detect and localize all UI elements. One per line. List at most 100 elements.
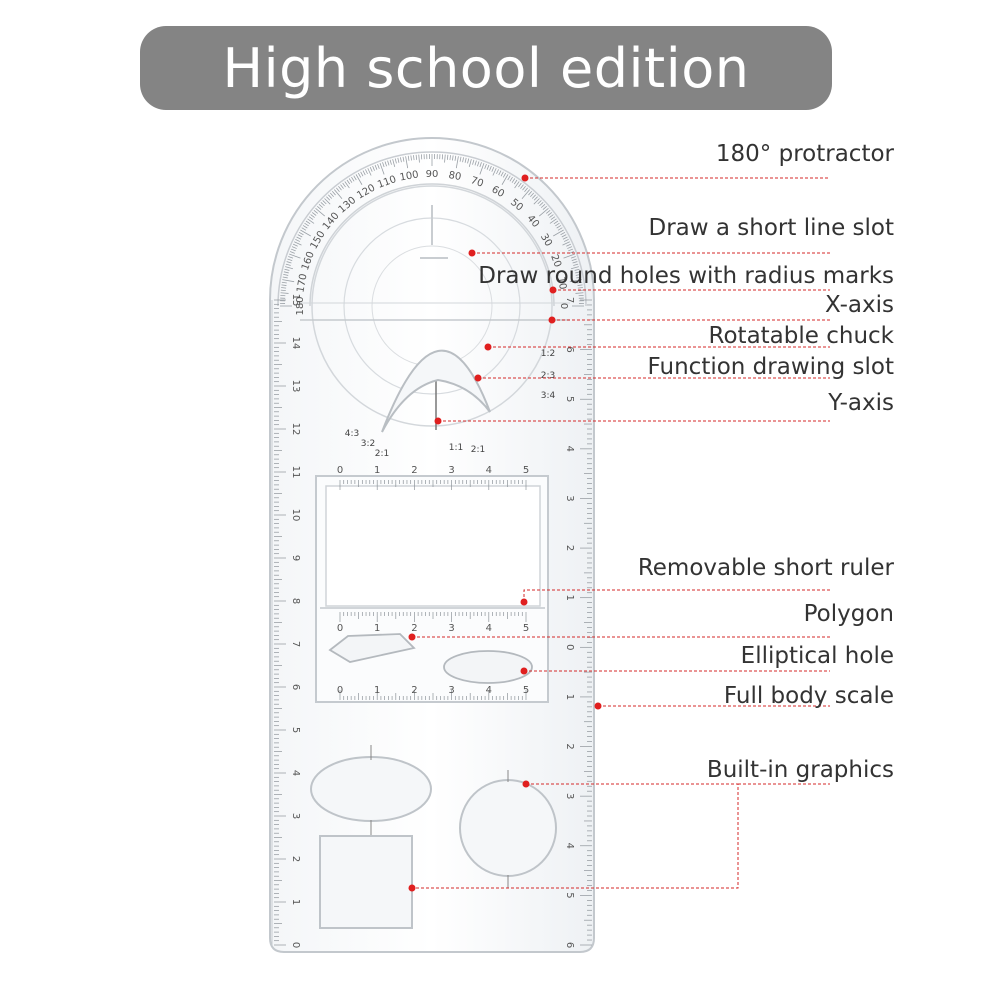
leader-dot [434, 417, 442, 425]
label-rotatable-chuck: Rotatable chuck [708, 323, 894, 349]
left-scale-label: 8 [290, 598, 301, 604]
label-full-scale: Full body scale [723, 683, 894, 709]
title-banner: High school edition [140, 26, 832, 110]
label-function-slot: Function drawing slot [647, 354, 894, 380]
leader-dot [408, 633, 416, 641]
left-scale-label: 2 [290, 856, 301, 862]
leader-dot [520, 667, 528, 675]
leader-dot [520, 598, 528, 606]
short-ruler-label: 1 [374, 623, 380, 634]
left-scale-label: 11 [290, 466, 301, 479]
protractor-degree-label: 20 [548, 253, 563, 269]
right-scale: 7 6 5 4 3 2 1 0 1 2 3 4 5 6 [564, 297, 592, 948]
right-scale-label: 2 [564, 545, 575, 551]
short-ruler-label: 4 [486, 465, 492, 476]
short-ruler-label: 0 [337, 465, 343, 476]
protractor-degree-label: 170 [295, 273, 309, 294]
elliptical-hole-shape [443, 650, 533, 684]
ratio-label: 3:4 [541, 391, 556, 401]
left-scale-label: 5 [290, 727, 301, 733]
right-scale-label: 6 [564, 942, 575, 948]
left-scale-label: 13 [290, 380, 301, 393]
left-scale-label: 1 [290, 899, 301, 905]
ratio-label: 2:1 [375, 449, 389, 459]
ratio-label: 2:3 [541, 371, 555, 381]
ratio-label: 2:1 [471, 445, 485, 455]
label-short-line-slot: Draw a short line slot [648, 215, 895, 241]
right-scale-label: 3 [564, 495, 575, 501]
short-line-slot [420, 205, 448, 259]
ratio-label: 3:2 [361, 439, 375, 449]
leader-dot [408, 884, 416, 892]
protractor-degree-label: 80 [448, 170, 462, 183]
leader-dot [522, 780, 530, 788]
short-ruler-label: 0 [337, 623, 343, 634]
function-drawing-slot [381, 349, 491, 433]
left-scale-label: 9 [290, 555, 301, 561]
right-scale-label: 5 [564, 892, 575, 898]
right-scale-label: 7 [564, 297, 575, 303]
left-scale-label: 4 [290, 770, 301, 776]
protractor-degree-label: 90 [426, 169, 439, 180]
callout-leaders [408, 174, 830, 892]
leader-dot [468, 249, 476, 257]
short-ruler-label: 5 [523, 623, 529, 634]
protractor-degree-label: 100 [399, 169, 420, 183]
label-built-in-graphics: Built-in graphics [706, 757, 894, 783]
short-ruler-label: 2 [411, 685, 417, 696]
right-scale-label: 0 [564, 644, 575, 650]
leader-dot [521, 174, 529, 182]
leader-dot [484, 343, 492, 351]
right-scale-label: 2 [564, 743, 575, 749]
short-ruler-label: 4 [486, 685, 492, 696]
protractor-degree-label: 70 [469, 175, 485, 190]
leader-line [412, 783, 739, 889]
short-ruler-label: 4 [486, 623, 492, 634]
built-in-graphics [310, 745, 557, 929]
leader-dot [548, 316, 556, 324]
label-elliptical-hole: Elliptical hole [740, 643, 894, 669]
protractor-degree-label: 10 [555, 276, 568, 290]
leader-dot [594, 702, 602, 710]
short-ruler-label: 0 [337, 685, 343, 696]
left-scale-label: 10 [290, 509, 301, 522]
short-ruler-label: 3 [448, 685, 454, 696]
polygon-shape [328, 633, 416, 663]
right-scale-label: 3 [564, 793, 575, 799]
ratio-label: 1:2 [541, 349, 555, 359]
ratio-label: 4:3 [345, 429, 359, 439]
label-protractor: 180° protractor [715, 141, 894, 167]
short-ruler-label: 1 [374, 685, 380, 696]
short-ruler-label: 5 [523, 465, 529, 476]
short-ruler-label: 5 [523, 685, 529, 696]
label-polygon: Polygon [803, 601, 894, 627]
left-scale-label: 7 [290, 641, 301, 647]
label-x-axis: X-axis [825, 292, 894, 318]
short-ruler-label: 2 [411, 623, 417, 634]
right-scale-label: 4 [564, 446, 575, 452]
protractor-degree-label: 0 [558, 303, 569, 309]
short-ruler-label: 2 [411, 465, 417, 476]
short-ruler-label: 1 [374, 465, 380, 476]
left-scale-label: 3 [290, 813, 301, 819]
right-scale-label: 5 [564, 396, 575, 402]
leader-dot [474, 374, 482, 382]
label-round-holes: Draw round holes with radius marks [478, 263, 894, 289]
left-scale-label: 12 [290, 423, 301, 436]
label-y-axis: Y-axis [828, 390, 894, 416]
left-scale-label: 0 [290, 942, 301, 948]
right-scale-label: 6 [564, 346, 575, 352]
right-scale-label: 4 [564, 843, 575, 849]
left-scale-label: 6 [290, 684, 301, 690]
ratio-label: 1:1 [449, 443, 463, 453]
leader-line [523, 589, 830, 602]
right-scale-label: 1 [564, 595, 575, 601]
short-ruler-label: 3 [448, 465, 454, 476]
right-scale-label: 1 [564, 694, 575, 700]
protractor-degree-label: 180 [295, 296, 306, 315]
left-scale-label: 15 [290, 294, 301, 307]
leader-dot [549, 286, 557, 294]
